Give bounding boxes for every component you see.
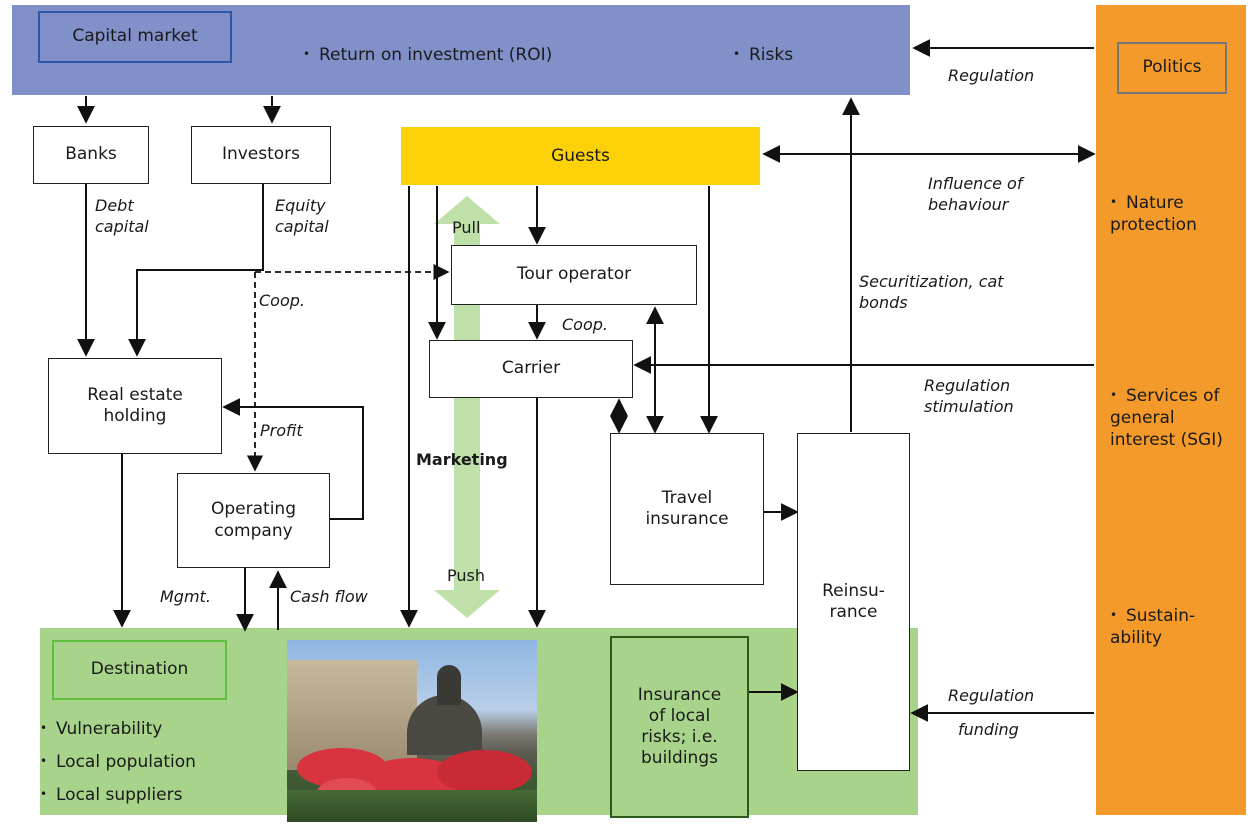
label-equity-capital: Equity capital xyxy=(275,196,329,236)
politics-bullet-nature: •Nature protection xyxy=(1110,193,1197,236)
investors-box: Investors xyxy=(191,126,331,184)
label-regulation-top: Regulation xyxy=(948,66,1035,85)
label-coop-left: Coop. xyxy=(259,291,305,310)
label-marketing: Marketing xyxy=(416,450,508,469)
label-mgmt: Mgmt. xyxy=(160,587,211,606)
capital-market-bullet-roi: •Return on investment (ROI) xyxy=(303,45,553,65)
label-debt-capital: Debt capital xyxy=(95,196,149,236)
destination-bullet-vulnerability: •Vulnerability xyxy=(40,719,163,739)
capital-market-box: Capital market xyxy=(38,11,232,63)
operating-company-box: Operating company xyxy=(177,473,330,568)
label-regulation-funding-2: funding xyxy=(958,720,1019,739)
banks-box: Banks xyxy=(33,126,149,184)
tour-operator-box: Tour operator xyxy=(451,245,697,305)
real-estate-holding-box: Real estate holding xyxy=(48,358,222,454)
label-influence: Influence of behaviour xyxy=(928,174,1058,216)
label-push: Push xyxy=(447,566,485,585)
label-coop-mid: Coop. xyxy=(562,315,608,334)
politics-band xyxy=(1096,5,1246,815)
destination-box: Destination xyxy=(52,640,227,700)
capital-market-bullet-risks: •Risks xyxy=(733,45,794,65)
destination-bullet-population: •Local population xyxy=(40,752,196,772)
label-influence-text: Influence of behaviour xyxy=(928,174,1023,214)
guests-box: Guests xyxy=(401,127,760,185)
politics-bullet-sustainability: •Sustain-ability xyxy=(1110,606,1196,649)
label-pull: Pull xyxy=(452,218,481,237)
destination-bullet-suppliers: •Local suppliers xyxy=(40,785,183,805)
travel-insurance-box: Travel insurance xyxy=(610,433,764,585)
label-cash-flow: Cash flow xyxy=(290,587,368,606)
label-profit: Profit xyxy=(260,421,303,440)
label-regulation-funding-1: Regulation xyxy=(948,686,1035,705)
reinsurance-box: Reinsu-rance xyxy=(797,433,910,771)
label-securitization: Securitization, cat bonds xyxy=(859,272,1004,312)
politics-box: Politics xyxy=(1117,42,1227,94)
local-insurance-box: Insurance of local risks; i.e. buildings xyxy=(610,636,749,818)
carrier-box: Carrier xyxy=(429,340,633,398)
label-regulation-stimulation: Regulation stimulation xyxy=(924,376,1014,416)
politics-bullet-sgi: •Services of general interest (SGI) xyxy=(1110,386,1223,451)
destination-photo xyxy=(287,640,537,822)
marketing-double-arrow xyxy=(434,196,500,618)
